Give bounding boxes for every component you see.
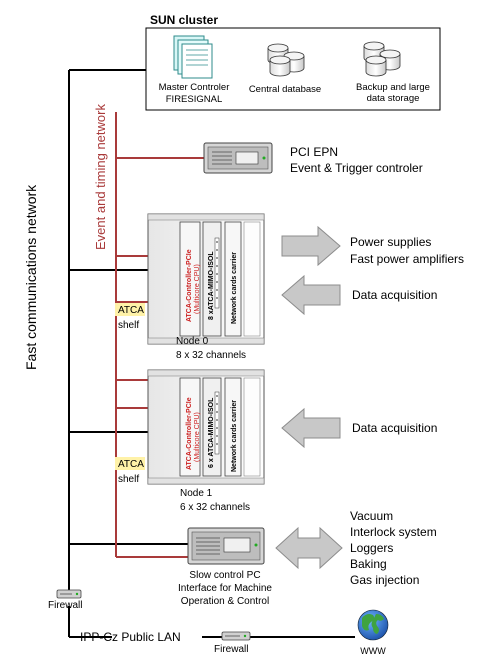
node1-board3-label: Network cards carrier [231, 400, 238, 472]
central-database-icon [267, 43, 305, 77]
node1-shelf-label: shelf [118, 474, 139, 485]
www-label: WWW [360, 646, 386, 656]
slow-control-pc-device [187, 527, 265, 565]
globe-icon [357, 609, 389, 641]
slow-control-item-loggers: Loggers [350, 541, 393, 555]
node0-output-arrow [281, 225, 341, 267]
node0-atca-shelf [147, 213, 265, 345]
firewall-right-label: Firewall [214, 644, 248, 655]
backup-storage-icon [363, 41, 401, 77]
master-controller-label: Master Controler [159, 82, 230, 93]
node1-channels: 6 x 32 channels [180, 502, 250, 513]
node0-power-supplies: Power supplies [350, 235, 431, 249]
slow-control-item-baking: Baking [350, 557, 387, 571]
backup-label-line2: data storage [367, 93, 420, 104]
pci-epn-subtitle: Event & Trigger controler [290, 161, 423, 175]
node0-board3-label: Network cards carrier [231, 252, 238, 324]
node0-channels: 8 x 32 channels [176, 350, 246, 361]
node1-board2-label: 6 x ATCA-MIMO-ISOL [208, 397, 215, 468]
node1-atca-label: ATCA [118, 459, 144, 470]
slow-control-item-vacuum: Vacuum [350, 509, 393, 523]
slow-control-item-interlock: Interlock system [350, 525, 437, 539]
public-lan-label: IPP-Cz Public LAN [80, 630, 181, 644]
slow-control-line2: Interface for Machine [178, 583, 272, 594]
slow-control-bidirectional-arrow [275, 526, 343, 570]
node0-board1-label: ATCA-Controller-PCIe [186, 249, 193, 322]
node0-atca-tag [115, 303, 145, 316]
slow-control-line3: Operation & Control [181, 596, 269, 607]
slow-control-item-gas: Gas injection [350, 573, 419, 587]
node0-name: Node 0 [176, 336, 209, 347]
central-database-label: Central database [249, 84, 321, 95]
timing-network [115, 112, 204, 558]
sun-cluster: SUN cluster Master Controler FIRESIGNAL … [145, 13, 441, 111]
node1-board1-label: ATCA-Controller-PCIe [186, 397, 193, 470]
timing-network-label: Event and timing network [93, 104, 108, 250]
node0-fast-amplifiers: Fast power amplifiers [350, 252, 464, 266]
firewall-right-icon [221, 631, 251, 641]
node1-atca-shelf [147, 369, 265, 485]
firesignal-label: FIRESIGNAL [166, 94, 223, 105]
node1-atca-tag [115, 457, 145, 470]
node0-shelf-label: shelf [118, 320, 139, 331]
fast-network-label: Fast communications network [23, 184, 39, 370]
node0-atca-label: ATCA [118, 305, 144, 316]
node1-input-arrow [281, 407, 341, 449]
node1-data-acquisition: Data acquisition [352, 421, 437, 435]
node0-board1-sublabel: (Multicore CPU) [194, 264, 201, 314]
node1-board1-sublabel: (Multicore CPU) [194, 412, 201, 462]
master-controller-icon [173, 35, 213, 79]
pci-epn-title: PCI EPN [290, 145, 338, 159]
node0-input-arrow [281, 274, 341, 316]
sun-cluster-title: SUN cluster [150, 13, 218, 27]
node0-data-acquisition: Data acquisition [352, 288, 437, 302]
firewall-left-icon [56, 589, 82, 599]
firewall-left-label: Firewall [48, 600, 82, 611]
slow-control-title: Slow control PC [189, 570, 260, 581]
pci-epn-device [203, 142, 273, 174]
node0-board2-label: 8 xATCA-MIMO-ISOL [208, 251, 215, 320]
backup-label-line1: Backup and large [356, 82, 430, 93]
node1-name: Node 1 [180, 488, 213, 499]
